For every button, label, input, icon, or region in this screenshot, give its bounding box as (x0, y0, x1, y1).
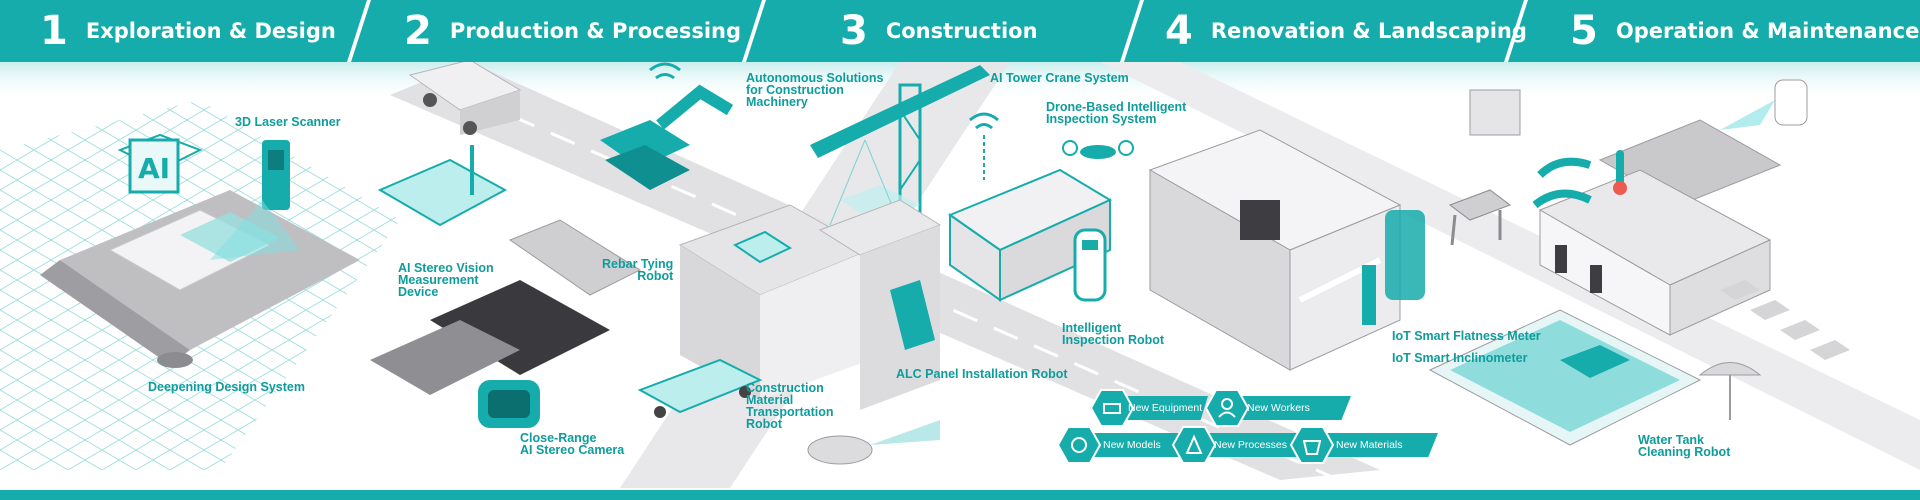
stage-title: Operation & Maintenance (1615, 19, 1920, 43)
robot-dog-icon (1448, 189, 1512, 246)
inspection-machine (947, 168, 1113, 302)
equipment-icon (1090, 389, 1134, 427)
conveyor-icon (370, 219, 642, 395)
laser-scanner-icon (210, 140, 300, 260)
stage-separator (1120, 0, 1144, 62)
label-water-tank-robot: Water Tank Cleaning Robot (1638, 433, 1731, 459)
label-inspection-robot: Intelligent Inspection Robot (1062, 321, 1165, 347)
wifi-icon (969, 112, 999, 180)
badge-new-processes: New Processes (1172, 426, 1310, 464)
label-alc-panel-robot: ALC Panel Installation Robot (896, 367, 1068, 381)
renovation-house (1148, 129, 1425, 371)
badge-new-equipment: New Equipment (1090, 389, 1208, 427)
stage-3-construction: 3 Construction (840, 0, 1038, 62)
isometric-construction-scene: AI (0, 62, 1920, 488)
stage-title: Renovation & Landscaping (1210, 19, 1527, 43)
umbrella-icon (1698, 362, 1762, 420)
materials-icon (1290, 426, 1334, 464)
stage-header-bar: 1 Exploration & Design 2 Production & Pr… (0, 0, 1920, 62)
inspection-robot-icon (1073, 228, 1107, 302)
water-tank-pool (1428, 309, 1702, 446)
stage-4-renovation-landscaping: 4 Renovation & Landscaping (1165, 0, 1527, 62)
badge-new-workers: New Workers (1205, 389, 1355, 427)
stage-1-exploration-design: 1 Exploration & Design (40, 0, 336, 62)
label-ai-stereo-vision: AI Stereo Vision Measurement Device (398, 261, 494, 299)
stage-number: 4 (1165, 8, 1193, 54)
label-ai-tower-crane: AI Tower Crane System (990, 71, 1129, 85)
drone-icon (1469, 89, 1521, 136)
stage-number: 1 (40, 8, 68, 54)
delivery-robot-icon (807, 420, 940, 465)
tank-cleaning-robot-icon (1560, 345, 1630, 378)
stage-separator (1504, 0, 1528, 62)
ai-chip-text: AI (138, 152, 170, 185)
badge-new-materials: New Materials (1290, 426, 1440, 464)
truck-icon (408, 62, 522, 135)
iot-meter-icon (1362, 265, 1376, 325)
badge-label: New Materials (1336, 439, 1403, 451)
design-scroll (40, 133, 360, 368)
badge-label: New Processes (1214, 439, 1287, 451)
stage-5-operation-maintenance: 5 Operation & Maintenance (1570, 0, 1919, 62)
stage-title: Production & Processing (449, 19, 742, 43)
security-robot-icon (1720, 79, 1808, 130)
badge-label: New Models (1103, 439, 1161, 451)
stage-separator (347, 0, 371, 62)
excavator-icon (600, 62, 734, 190)
crosswalk (1720, 280, 1850, 360)
label-rebar-tying-robot: Rebar Tying Robot (602, 257, 674, 283)
worker-icon (1205, 389, 1249, 427)
stage-separator (742, 0, 766, 62)
badge-label: New Workers (1247, 402, 1310, 414)
rebar-tying-robot-icon (732, 230, 793, 264)
stage-title: Exploration & Design (85, 19, 336, 43)
operation-house (1538, 119, 1782, 336)
air-flow-arrows (1532, 157, 1592, 209)
label-material-transport-robot: Construction Material Transportation Rob… (746, 381, 834, 431)
stage-2-production-processing: 2 Production & Processing (404, 0, 741, 62)
stage-number: 3 (840, 8, 868, 54)
stage-number: 2 (404, 8, 432, 54)
model-icon (1057, 426, 1101, 464)
label-iot-flatness-meter: IoT Smart Flatness Meter (1392, 329, 1541, 343)
alc-panel-robot-icon (890, 280, 935, 350)
ai-chip-icon (128, 138, 180, 194)
label-3d-laser-scanner: 3D Laser Scanner (235, 115, 341, 129)
label-drone-inspection: Drone-Based Intelligent Inspection Syste… (1046, 100, 1187, 126)
label-iot-inclinometer: IoT Smart Inclinometer (1392, 351, 1528, 365)
bottom-bar (0, 490, 1920, 500)
label-autonomous-solutions: Autonomous Solutions for Construction Ma… (746, 71, 884, 109)
stage-number: 5 (1570, 8, 1598, 54)
smart-device-icon (1385, 210, 1425, 300)
badge-label: New Equipment (1128, 402, 1203, 414)
stage-title: Construction (885, 19, 1038, 43)
label-close-range-camera: Close-Range AI Stereo Camera (520, 431, 625, 457)
material-transport-robot-icon (637, 358, 763, 418)
stereo-vision-device-icon (377, 145, 508, 227)
drone-icon (1062, 140, 1134, 159)
process-icon (1172, 426, 1216, 464)
thermometer-icon (1613, 150, 1627, 195)
stereo-camera-icon (478, 380, 540, 428)
label-deepening-design-system: Deepening Design System (148, 380, 305, 394)
